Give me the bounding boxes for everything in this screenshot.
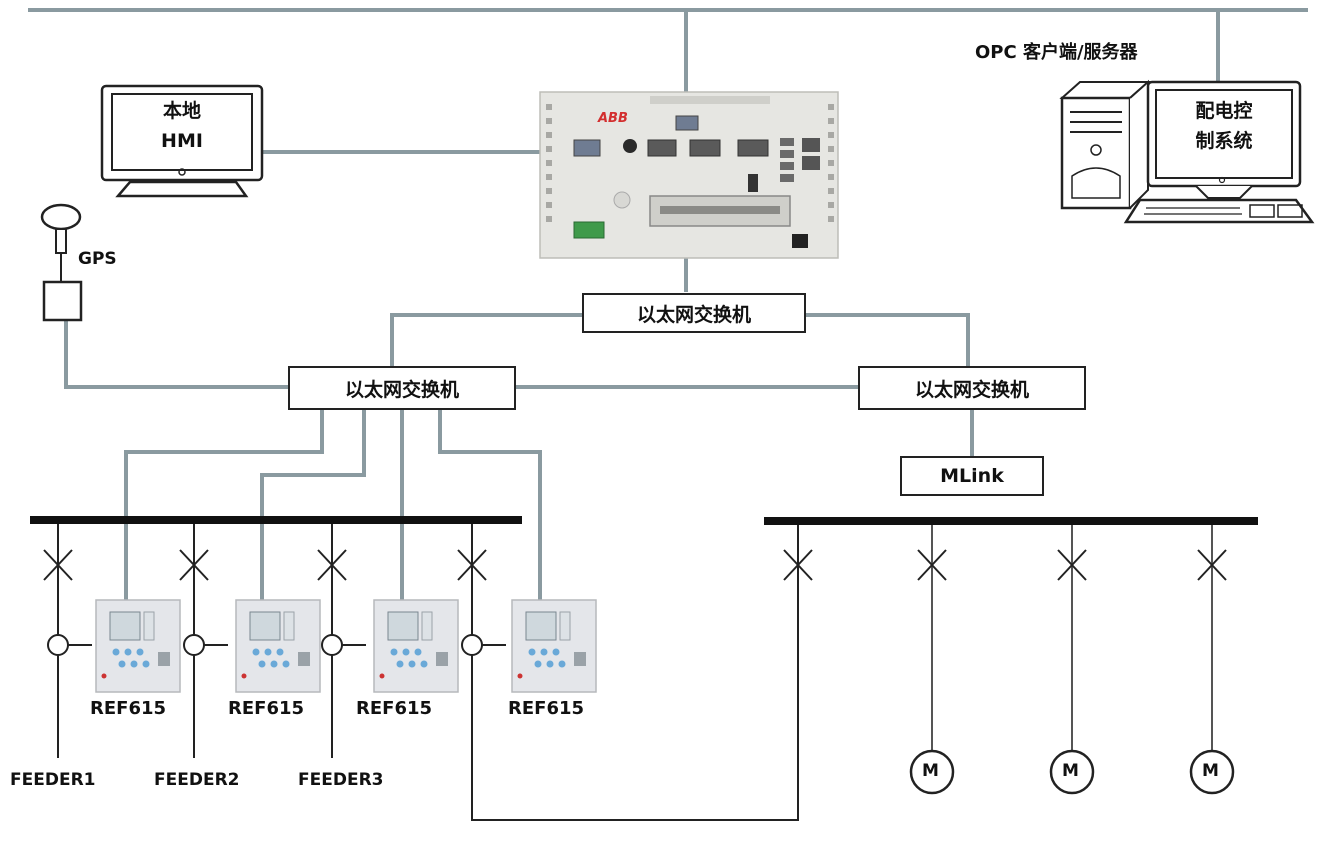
ct-icon [47,634,92,656]
relay-label-2: REF615 [228,698,305,719]
tie-loop-line [471,524,799,821]
gps-label: GPS [78,249,117,269]
network-lines [28,8,1308,600]
breaker-x-icon [1197,549,1227,581]
relay-label-1: REF615 [90,698,167,719]
left-breakers [43,549,487,581]
link-switch-to-relay2 [260,410,366,600]
hmi-monitor-icon [100,84,264,198]
relay-devices [95,599,597,693]
left-busbar [30,516,522,524]
motor-icon [909,749,955,795]
dcs-computer-icon [1059,79,1315,224]
right-breakers [783,549,1227,581]
link-switch-to-relay4 [438,410,542,600]
link-switch-top-to-left [390,313,582,366]
right-busbar [764,517,1258,525]
relay-image [95,599,181,693]
breaker-x-icon [1057,549,1087,581]
gps-antenna-icon [40,203,83,322]
dcs-label-line1: 配电控 [1195,100,1253,122]
ethernet-switch-left: 以太网交换机 [288,366,516,410]
abb-logo: ABB [598,111,628,126]
breaker-x-icon [179,549,209,581]
current-transformers [47,634,506,656]
feeder1-label: FEEDER1 [10,770,96,790]
relay-label-3: REF615 [356,698,433,719]
hmi-label-line1: 本地 [162,100,201,122]
controller-device-image [539,91,839,259]
dcs-screen-label: 配电控 制系统 [1156,96,1292,157]
ethernet-switch-top: 以太网交换机 [582,293,806,333]
ct-icon [461,634,506,656]
breaker-x-icon [783,549,813,581]
link-gps-to-switch [64,320,288,389]
dcs-label-line2: 制系统 [1195,130,1253,153]
breaker-x-icon [317,549,347,581]
hmi-label-line2: HMI [161,130,203,153]
feeder2-label: FEEDER2 [154,770,240,790]
breaker-x-icon [43,549,73,581]
link-switch-to-relay1 [124,410,324,600]
motor2-label: M [1062,761,1079,781]
mlink-box: MLink [900,456,1044,496]
relay-image [511,599,597,693]
breaker-x-icon [457,549,487,581]
motor-icon [1189,749,1235,795]
ethernet-switch-right: 以太网交换机 [858,366,1086,410]
ct-icon [321,634,366,656]
relay-label-4: REF615 [508,698,585,719]
motors [909,749,1235,795]
feeder3-label: FEEDER3 [298,770,384,790]
motor-icon [1049,749,1095,795]
motor1-label: M [922,761,939,781]
breaker-x-icon [917,549,947,581]
hmi-screen-label: 本地 HMI [112,96,252,157]
relay-image [373,599,459,693]
motor3-label: M [1202,761,1219,781]
opc-client-server-label: OPC 客户端/服务器 [975,42,1138,63]
motor-feeder-lines [931,525,1213,752]
link-switch-top-to-right [806,313,970,366]
relay-image [235,599,321,693]
ct-icon [183,634,228,656]
